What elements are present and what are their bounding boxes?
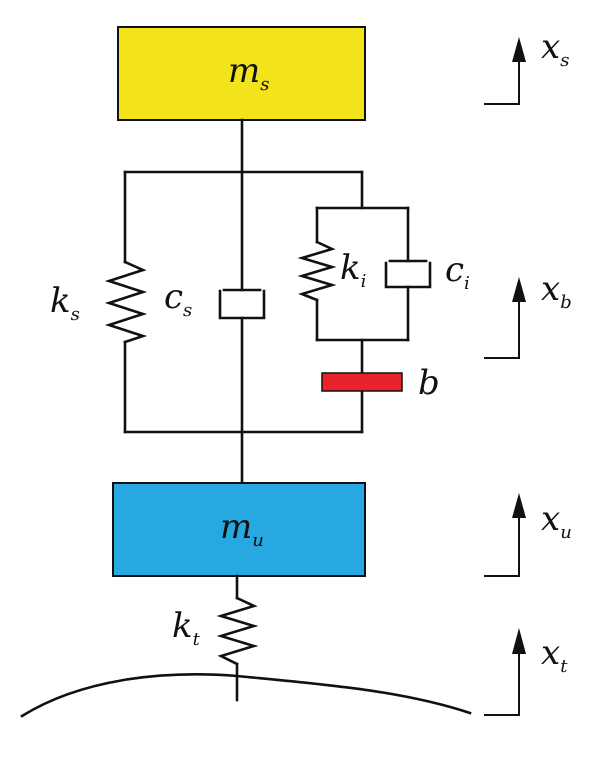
suspension-spring xyxy=(104,260,148,344)
unsprung-mass-label: mu xyxy=(220,507,264,551)
svg-text:xb: xb xyxy=(541,269,572,313)
tire-spring xyxy=(216,596,259,666)
suspension-damper-label: cs xyxy=(164,277,192,321)
road-surface xyxy=(20,673,472,718)
inerter-damper-label: ci xyxy=(445,250,470,294)
svg-text:xu: xu xyxy=(541,499,572,543)
displacement-arrow-xs: xs xyxy=(484,27,569,105)
unsprung-mass-block xyxy=(112,482,366,577)
tire-spring-label: kt xyxy=(172,606,201,650)
inerter-spring xyxy=(297,240,337,302)
suspension-spring-label: ks xyxy=(50,281,80,325)
displacement-arrow-xt: xt xyxy=(484,628,568,716)
sprung-mass-label: ms xyxy=(228,51,270,95)
svg-text:xs: xs xyxy=(541,27,569,71)
displacement-arrow-xu: xu xyxy=(484,493,572,577)
inerter-damper xyxy=(384,261,432,289)
displacement-arrow-xb: xb xyxy=(484,269,572,359)
sprung-mass-block xyxy=(117,26,366,121)
inerter-block xyxy=(321,372,403,392)
inerter-label: b xyxy=(418,363,440,403)
inerter-spring-label: ki xyxy=(340,248,366,292)
svg-text:xt: xt xyxy=(541,633,568,677)
suspension-damper xyxy=(218,289,266,320)
